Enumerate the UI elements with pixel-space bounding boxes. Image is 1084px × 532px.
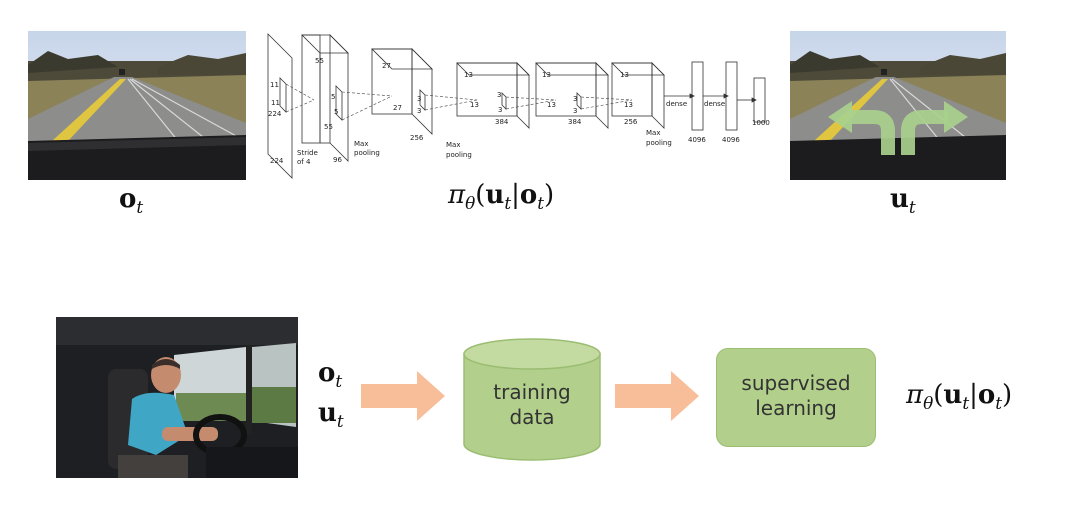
driver-photo bbox=[56, 317, 298, 478]
conv3-kernel-label: 3 bbox=[498, 106, 503, 114]
stride-label: Stride bbox=[297, 149, 318, 157]
conv5-size-label: 13 bbox=[624, 101, 633, 109]
supervised-learning-box bbox=[716, 348, 876, 447]
conv5-size-label: 13 bbox=[620, 71, 629, 79]
conv4-block bbox=[535, 62, 609, 129]
pool1-label: Max bbox=[354, 140, 369, 148]
fc3-size-label: 1000 bbox=[752, 119, 770, 127]
pool1-label: pooling bbox=[354, 149, 380, 157]
right-turn-arrowhead-icon bbox=[944, 101, 968, 133]
conv2-size-label: 27 bbox=[393, 104, 402, 112]
conv1-size-label: 55 bbox=[315, 57, 324, 65]
conv4-size-label: 13 bbox=[547, 101, 556, 109]
conv1-size-label: 55 bbox=[324, 123, 333, 131]
conv3-size-label: 13 bbox=[470, 101, 479, 109]
conv5-block bbox=[611, 62, 665, 129]
turn-arrows-icon bbox=[848, 110, 948, 155]
stride-label: of 4 bbox=[297, 158, 311, 166]
conv1-kernel-label: 5 bbox=[334, 108, 339, 116]
arrow-to-training-data-icon bbox=[361, 371, 445, 421]
conv4-depth-label: 384 bbox=[568, 118, 582, 126]
dense1-label: dense bbox=[666, 100, 688, 108]
conv2-kernel-label: 3 bbox=[417, 107, 422, 115]
conv3-size-label: 13 bbox=[464, 71, 473, 79]
input-kernel-label: 11 bbox=[271, 99, 280, 107]
pool2-label: Max bbox=[446, 141, 461, 149]
obs-caption-top: ot bbox=[119, 184, 144, 218]
conv5-depth-label: 256 bbox=[624, 118, 638, 126]
arrow-to-supervised-learning-icon bbox=[615, 371, 699, 421]
action-label-bottom: ut bbox=[318, 398, 344, 432]
dense2-label: dense bbox=[704, 100, 726, 108]
conv2-size-label: 27 bbox=[382, 62, 391, 70]
obs-label-bottom: ot bbox=[318, 358, 343, 392]
action-caption-top: ut bbox=[890, 184, 916, 218]
pool3-label: pooling bbox=[646, 139, 672, 147]
left-turn-arrowhead-icon bbox=[828, 101, 852, 133]
policy-caption-bottom: πθ(ut|ot) bbox=[906, 380, 1013, 414]
input-layer bbox=[267, 33, 293, 179]
conv3-block bbox=[456, 62, 530, 129]
pool2-label: pooling bbox=[446, 151, 472, 159]
conv2-kernel-label: 3 bbox=[417, 95, 422, 103]
conv2-depth-label: 256 bbox=[410, 134, 424, 142]
conv3-kernel-label: 3 bbox=[497, 91, 502, 99]
policy-caption-top: πθ(ut|ot) bbox=[448, 180, 555, 214]
input-kernel bbox=[279, 77, 287, 113]
pool3-label: Max bbox=[646, 129, 661, 137]
training-data-cylinder bbox=[463, 338, 601, 461]
conv4-kernel-label: 3 bbox=[573, 95, 578, 103]
road-photo-left bbox=[28, 31, 246, 180]
cnn-architecture-diagram bbox=[267, 33, 766, 179]
supervised-learning-label: supervised learning bbox=[741, 371, 851, 420]
fc1-size-label: 4096 bbox=[688, 136, 706, 144]
road-photo-right bbox=[790, 31, 1006, 180]
projection-lines bbox=[285, 83, 633, 121]
input-size-label: 224 bbox=[270, 157, 284, 165]
training-data-label: training data bbox=[493, 380, 571, 429]
conv2-block bbox=[371, 48, 433, 135]
conv1-kernel-label: 5 bbox=[331, 93, 336, 101]
conv4-size-label: 13 bbox=[542, 71, 551, 79]
conv1-block bbox=[301, 34, 349, 162]
conv3-depth-label: 384 bbox=[495, 118, 509, 126]
input-size-label: 224 bbox=[268, 110, 282, 118]
fc2-size-label: 4096 bbox=[722, 136, 740, 144]
conv1-depth-label: 96 bbox=[333, 156, 342, 164]
input-kernel-label: 11 bbox=[270, 81, 279, 89]
conv4-kernel-label: 3 bbox=[573, 107, 578, 115]
